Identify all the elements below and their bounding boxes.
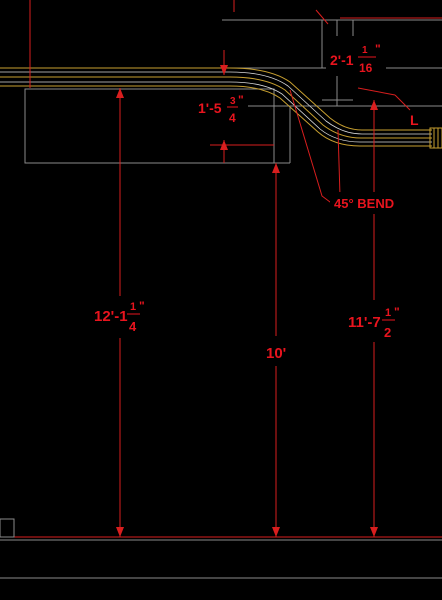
right-height-whole: 11'-7 [348, 314, 381, 331]
top-gap-dimension: 2'-1 1 16 " [330, 42, 381, 75]
pipe-drop-num: 3 [230, 96, 236, 107]
floor-structure [0, 518, 442, 579]
left-height-whole: 12'-1 [94, 308, 128, 325]
pipe-drop-dimension: 1'-5 3 4 " [198, 93, 244, 125]
top-gap-whole: 2'-1 [330, 52, 354, 68]
top-gap-unit: " [375, 42, 381, 56]
pipe-drop-whole: 1'-5 [198, 100, 222, 116]
pipe-drop-unit: " [238, 93, 244, 107]
center-height-text: 10' [266, 345, 286, 362]
right-height-dimension: 11'-7 1 2 " [348, 305, 400, 340]
corner-mark-label: L [410, 112, 419, 128]
pipe-run [0, 67, 442, 149]
bend-label: 45° BEND [334, 196, 394, 211]
right-height-unit: " [394, 305, 400, 319]
pipe-drop-bg [196, 90, 248, 128]
left-height-num: 1 [130, 301, 136, 313]
center-height-bg [262, 336, 292, 366]
bend-label-bg [330, 192, 412, 214]
right-height-bg [342, 300, 404, 342]
left-height-dimension: 12'-1 1 4 " [94, 299, 145, 334]
duct-box [24, 88, 291, 164]
left-height-unit: " [139, 299, 145, 313]
left-height-den: 4 [129, 319, 137, 334]
right-height-den: 2 [384, 325, 391, 340]
top-gap-bg [326, 36, 386, 76]
pipe-drop-den: 4 [229, 111, 236, 125]
left-height-bg [88, 296, 150, 338]
right-height-num: 1 [385, 307, 391, 319]
top-gap-den: 16 [359, 61, 373, 75]
top-gap-num: 1 [362, 45, 368, 56]
